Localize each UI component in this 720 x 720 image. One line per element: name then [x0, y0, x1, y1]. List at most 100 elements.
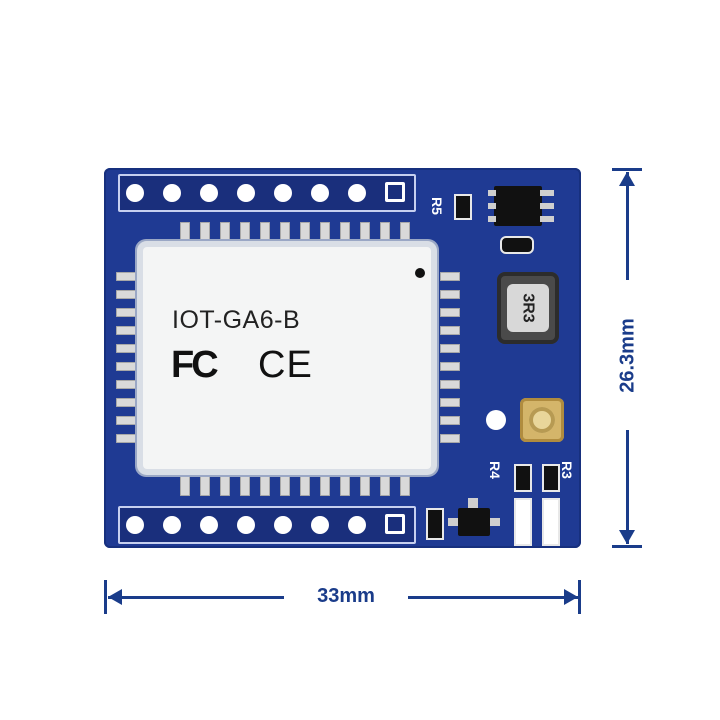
pin-hole — [200, 516, 218, 534]
led — [514, 498, 532, 546]
dimension-cap-left — [104, 580, 107, 614]
mounting-hole — [486, 410, 506, 430]
dimension-line-lower — [626, 430, 629, 544]
pad — [320, 222, 330, 242]
pad — [180, 476, 190, 496]
pad — [116, 326, 136, 335]
pad — [240, 476, 250, 496]
pad — [400, 476, 410, 496]
pin-hole-square — [385, 514, 405, 534]
led — [542, 498, 560, 546]
pad — [200, 222, 210, 242]
module-name-label: IOT-GA6-B — [172, 306, 301, 334]
pad — [360, 476, 370, 496]
pin1-marker-dot — [415, 268, 425, 278]
pin-hole — [274, 184, 292, 202]
pad — [360, 222, 370, 242]
pad — [116, 308, 136, 317]
arrow-left-icon — [108, 589, 122, 605]
ic-pin — [488, 203, 496, 209]
pad — [300, 222, 310, 242]
pad — [116, 434, 136, 443]
pad — [380, 222, 390, 242]
pin-hole — [200, 184, 218, 202]
ic-pin — [540, 190, 554, 196]
dimension-cap-right — [578, 580, 581, 614]
ic-pin — [488, 190, 496, 196]
pin-hole — [348, 184, 366, 202]
pin-hole — [126, 516, 144, 534]
pin-hole — [237, 184, 255, 202]
ic-pin — [448, 518, 458, 526]
silkscreen-r4: R4 — [486, 461, 503, 479]
pad — [440, 416, 460, 425]
ic-pin — [488, 216, 496, 222]
silkscreen-r5: R5 — [428, 197, 445, 215]
pad — [260, 476, 270, 496]
pad — [340, 476, 350, 496]
ufl-center — [529, 407, 555, 433]
inductor: 3R3 — [497, 272, 559, 344]
pin-hole-square — [385, 182, 405, 202]
pad — [260, 222, 270, 242]
bottom-pin-header — [118, 506, 416, 544]
pin-hole — [163, 184, 181, 202]
ce-logo: CE — [258, 344, 313, 386]
arrow-up-icon — [619, 172, 635, 186]
resistor-r5 — [454, 194, 472, 220]
pin-hole — [274, 516, 292, 534]
pad — [116, 398, 136, 407]
pad — [116, 344, 136, 353]
regulator-ic — [494, 186, 542, 226]
ic-pin — [490, 518, 500, 526]
dimension-line-right — [408, 596, 578, 599]
height-dimension-label: 26.3mm — [616, 318, 639, 393]
pad — [280, 476, 290, 496]
pad — [440, 308, 460, 317]
pad — [440, 434, 460, 443]
pad — [240, 222, 250, 242]
fcc-logo: FC — [171, 344, 219, 386]
ic-pin — [540, 216, 554, 222]
pad — [280, 222, 290, 242]
pad — [440, 344, 460, 353]
pin-hole — [311, 516, 329, 534]
pad — [440, 362, 460, 371]
width-dimension-label: 33mm — [317, 585, 375, 607]
ufl-antenna-connector — [520, 398, 564, 442]
pad — [116, 416, 136, 425]
pin-hole — [237, 516, 255, 534]
pad — [440, 398, 460, 407]
silkscreen-r3: R3 — [558, 461, 575, 479]
resistor — [426, 508, 444, 540]
pad — [180, 222, 190, 242]
ic-pin — [540, 203, 554, 209]
ic-pin — [468, 498, 478, 508]
pad — [200, 476, 210, 496]
pad — [116, 362, 136, 371]
dimension-line-left — [108, 596, 284, 599]
pad — [440, 272, 460, 281]
resistor-r4 — [514, 464, 532, 492]
transistor — [458, 508, 490, 536]
pin-hole — [311, 184, 329, 202]
module-shield-can — [143, 247, 431, 469]
top-pin-header — [118, 174, 416, 212]
pad — [440, 290, 460, 299]
dimension-cap-top — [612, 168, 642, 171]
pad — [220, 476, 230, 496]
pad — [320, 476, 330, 496]
pin-hole — [126, 184, 144, 202]
inductor-core: 3R3 — [507, 284, 549, 332]
dimension-line-upper — [626, 172, 629, 280]
pad — [400, 222, 410, 242]
pad — [440, 380, 460, 389]
pin-hole — [163, 516, 181, 534]
dimension-cap-bottom — [612, 545, 642, 548]
capacitor — [500, 236, 534, 254]
pad — [380, 476, 390, 496]
pin-hole — [348, 516, 366, 534]
pad — [116, 380, 136, 389]
resistor-r3 — [542, 464, 560, 492]
arrow-right-icon — [564, 589, 578, 605]
